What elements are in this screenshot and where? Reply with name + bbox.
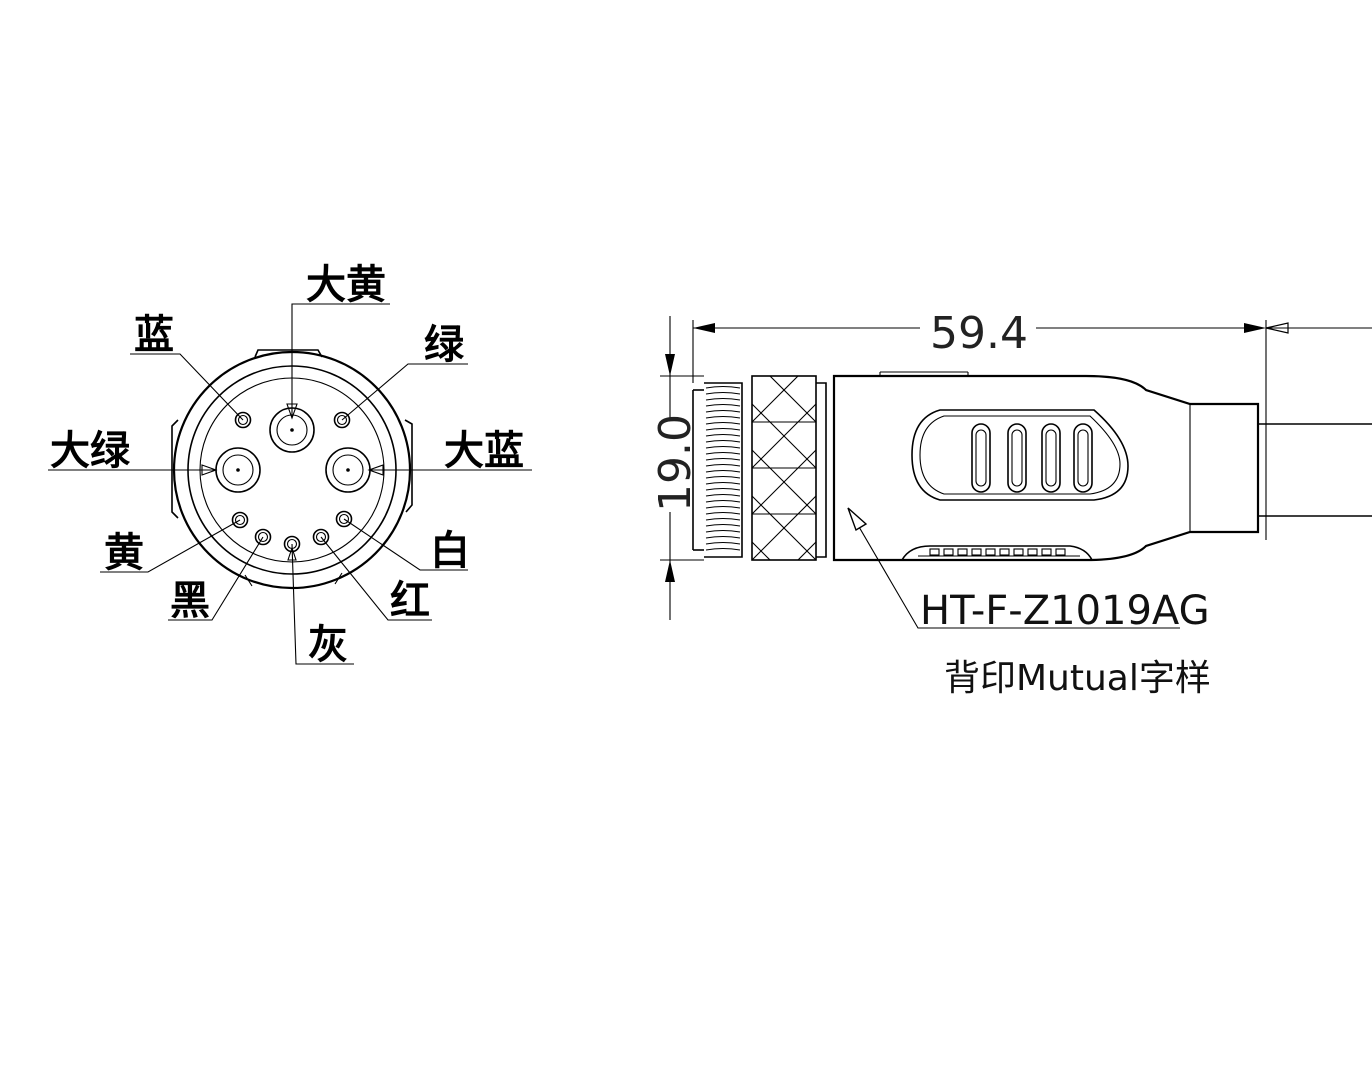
contact-blue: [234, 411, 252, 429]
label-yellow: 黄: [104, 529, 144, 576]
knurl-pattern: [752, 376, 816, 560]
connector-housing: [832, 374, 1260, 562]
contact-black: [254, 528, 272, 546]
nut-collar: [816, 382, 827, 558]
part-number: HT-F-Z1019AG: [920, 588, 1210, 634]
contact-red: [312, 528, 330, 546]
label-blue: 蓝: [134, 311, 174, 358]
diameter-dimension: 19.0: [650, 316, 704, 620]
label-big-yellow: 大黄: [306, 261, 386, 308]
knurled-nut: [751, 375, 817, 561]
label-black: 黑: [170, 577, 210, 624]
length-value: 59.4: [930, 308, 1028, 359]
thread-lines: [705, 385, 741, 551]
label-white: 白: [430, 527, 470, 574]
label-gray: 灰: [308, 621, 348, 668]
bottom-key-marks: [244, 572, 343, 587]
back-print-mark: [901, 545, 1093, 561]
label-green: 绿: [424, 321, 465, 368]
contact-yellow: [231, 511, 249, 529]
label-red: 红: [390, 577, 430, 624]
top-lug: [254, 349, 323, 358]
diameter-value: 19.0: [650, 414, 701, 512]
grip-slots: [971, 423, 1093, 493]
part-callout-leader: [847, 507, 1180, 629]
contact-white: [335, 510, 353, 528]
grip-window: [911, 409, 1129, 501]
left-lug: [171, 419, 179, 519]
contact-green: [333, 411, 351, 429]
connector-face-view: 大黄 蓝 绿 大绿 大蓝 黄 白 黑 红 灰: [48, 261, 532, 668]
length-dimension: 59.4: [692, 308, 1372, 383]
cable: [1258, 320, 1372, 540]
label-big-green: 大绿: [50, 427, 131, 474]
connector-side-view: 59.4 19.0 HT-F-Z1019AG 背印Mutual字样: [650, 308, 1372, 699]
label-big-blue: 大蓝: [444, 427, 524, 474]
print-note: 背印Mutual字样: [944, 658, 1211, 699]
right-lug: [404, 419, 413, 513]
pin-leader-lines: [48, 303, 532, 665]
threaded-section: [692, 382, 743, 558]
grip-window-inner: [919, 415, 1121, 495]
